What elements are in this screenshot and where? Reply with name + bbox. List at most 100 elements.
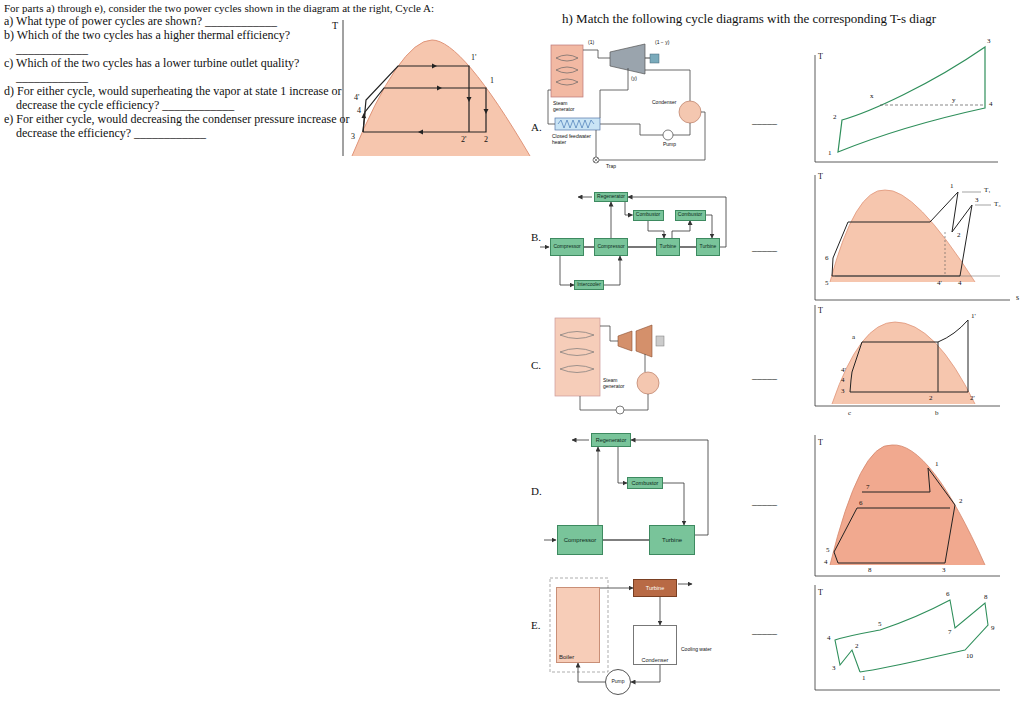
shaft-line: [680, 246, 696, 248]
component-label: Condenser: [652, 100, 676, 106]
state-label: 6: [859, 499, 863, 507]
component-label: Pump: [663, 142, 676, 148]
state-label: x: [870, 92, 874, 100]
answer-blank: _____: [752, 369, 777, 381]
node-text: Regenerator: [596, 437, 627, 443]
state-label: 5: [878, 620, 882, 628]
left-ts-diagram-part: [484, 109, 489, 114]
schematic-a-part: [551, 45, 583, 97]
schematic-a-part: [645, 70, 690, 101]
component-label: Trap: [606, 164, 616, 170]
state-label: 5: [826, 546, 830, 554]
schematic-a-part: [610, 44, 645, 74]
ts-diagram-1-part: [838, 47, 985, 152]
boiler-box: Boiler: [556, 587, 600, 663]
state-label: 4: [958, 279, 962, 287]
flow-connector: [672, 221, 690, 239]
state-label: 4: [827, 634, 831, 642]
answer-blank: _____: [752, 495, 777, 507]
state-label: 8: [984, 593, 988, 601]
ts-diagram-1-part: [815, 55, 998, 162]
answer-blank: _____: [752, 624, 777, 636]
node-text: Turbine: [700, 244, 717, 250]
schematic-a-part: [645, 58, 650, 59]
node-text: Condenser: [642, 657, 669, 663]
state-label: 8: [868, 566, 872, 574]
node-text: Combustor: [636, 212, 660, 218]
schematic-c-part: [656, 336, 664, 346]
node-text: Turbine: [662, 537, 682, 544]
schematic-e: [550, 578, 692, 672]
shaft-line: [628, 246, 656, 248]
question-text: d) For either cycle, would superheating …: [4, 84, 351, 112]
combustor-box: Combustor: [633, 210, 664, 221]
state-label: 1: [935, 460, 939, 468]
state-label: 4: [841, 376, 845, 384]
state-label: b: [935, 409, 939, 417]
flow-label: (1): [588, 40, 594, 46]
axis-label: T: [818, 438, 823, 447]
ts-diagram-2-part: [830, 190, 975, 282]
state-label: 3: [975, 196, 979, 204]
state-label: 2': [461, 135, 466, 144]
flow-connector: [611, 202, 612, 238]
ts-diagram-2-part: [945, 232, 946, 276]
option-letter: A.: [531, 121, 542, 134]
state-label: 3: [351, 132, 355, 141]
ts-diagram-1: [815, 47, 998, 162]
state-label: 4': [937, 279, 942, 287]
ts-diagram-3-part: [938, 320, 968, 392]
ts-diagram-2-part: [962, 192, 981, 193]
state-label: 5: [825, 279, 829, 287]
schematic-a-part: [600, 68, 628, 118]
state-label: 7: [948, 628, 952, 636]
node-text: Combustor: [632, 480, 659, 486]
schematic-b-part: [578, 197, 592, 198]
component-label: Steam generator: [603, 378, 633, 390]
ts-diagram-2-part: [830, 190, 975, 282]
schematic-a-part: [555, 118, 600, 130]
option-letter: B.: [531, 231, 541, 244]
flow-connector: [660, 597, 661, 625]
schematic-a-part: [650, 54, 659, 63]
node-text: Compressor: [553, 244, 580, 250]
flow-connector: [604, 256, 620, 285]
schematic-a-part: [593, 157, 599, 163]
component-label: Closed feedwater heater: [552, 134, 592, 146]
state-label: 4': [841, 366, 846, 374]
left-ts-diagram-part: [432, 64, 437, 69]
state-label: 6: [946, 590, 950, 598]
state-label: 3: [942, 566, 946, 574]
left-ts-diagram-part: [362, 113, 367, 118]
ts-diagram-5-part: [815, 585, 1000, 690]
state-label: 1: [950, 182, 954, 190]
schematic-e-part: [550, 578, 608, 672]
instruction-text: h) Match the following cycle diagrams wi…: [562, 12, 936, 27]
instruction-text: For parts a) through e), consider the tw…: [4, 1, 434, 15]
schematic-c: [555, 318, 664, 414]
left-ts-diagram-part: [363, 66, 469, 132]
schematic-c-part: [636, 325, 652, 357]
ts-diagram-3-part: [850, 342, 938, 392]
state-label: y: [952, 96, 956, 104]
left-ts-diagram-part: [352, 40, 530, 156]
axis-label: s: [1016, 293, 1019, 302]
state-label: 2: [929, 394, 933, 402]
schematic-d-part: [544, 540, 556, 541]
flow-connector: [598, 447, 599, 525]
state-label: 2': [970, 394, 975, 402]
node-text: Regenerator: [597, 194, 625, 200]
left-ts-diagram-part: [363, 88, 486, 132]
node-text: Intercooler: [577, 282, 601, 288]
ts-diagram-2: [815, 175, 1010, 300]
ts-diagram-4-part: [830, 445, 985, 565]
axis-label: T: [332, 20, 338, 32]
ts-diagram-4-part: [815, 435, 1000, 576]
turbine-box: Turbine: [656, 238, 680, 256]
node-text: Turbine: [646, 585, 664, 591]
regenerator-box: Regenerator: [594, 192, 628, 202]
flow-connector: [560, 256, 574, 285]
compressor-box: Compressor: [557, 525, 603, 555]
